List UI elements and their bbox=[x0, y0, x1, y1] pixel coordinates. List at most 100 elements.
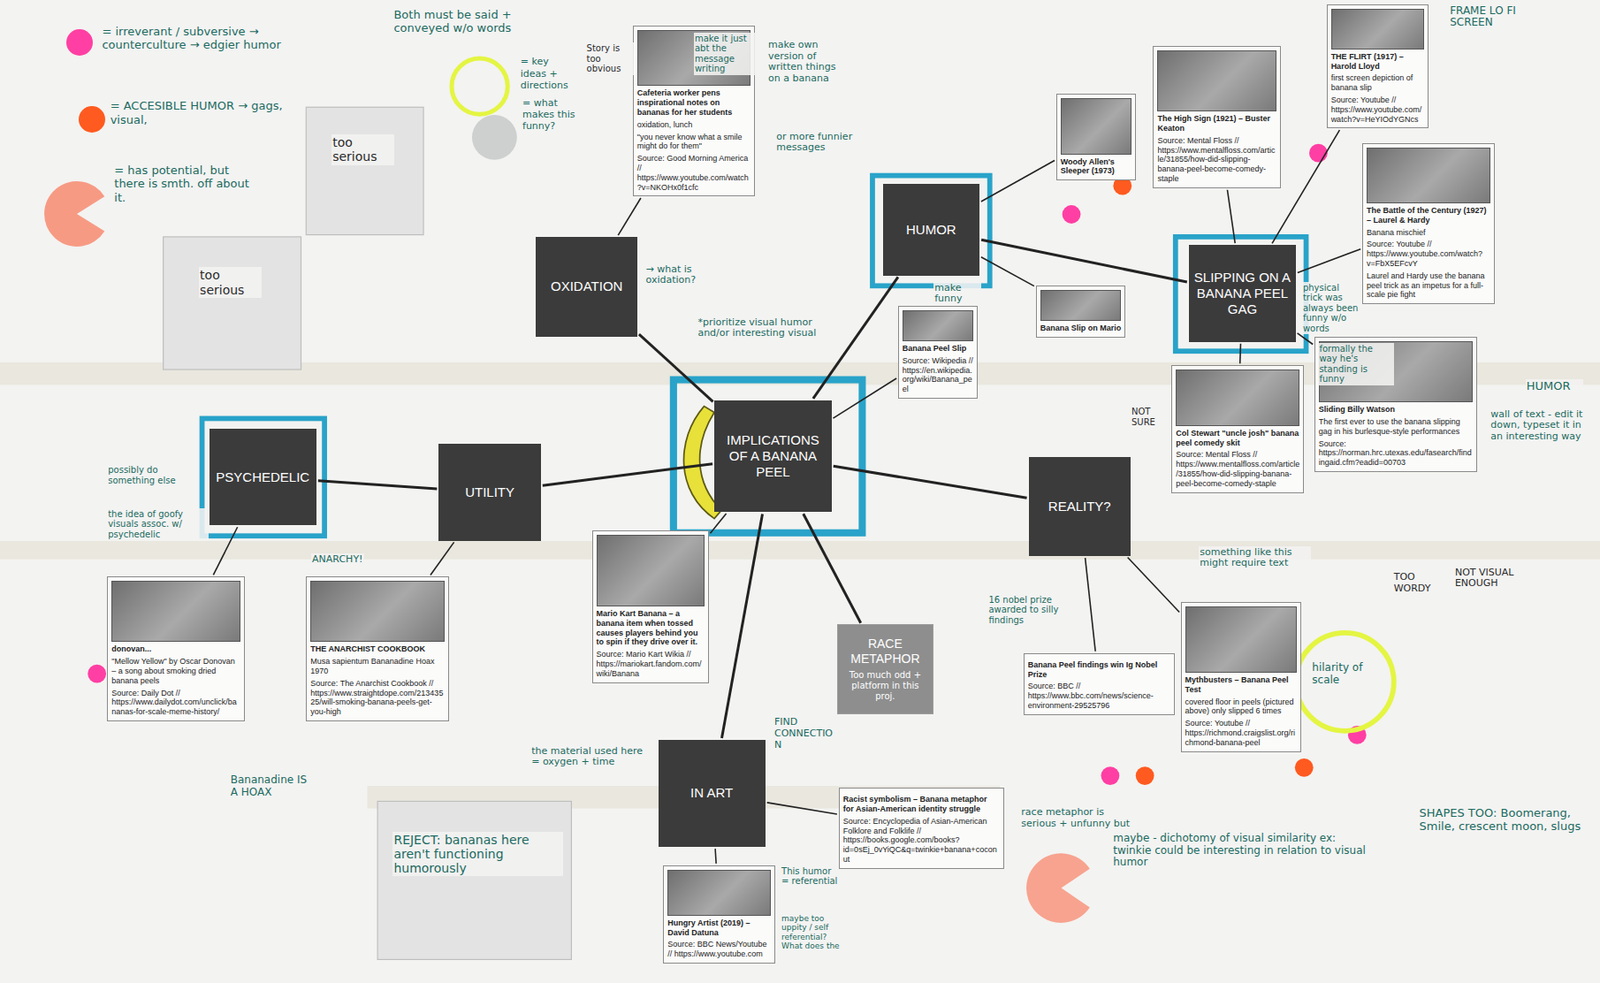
source-card: THE ANARCHIST COOKBOOKMusa sapientum Ban… bbox=[305, 576, 450, 722]
orange-dot bbox=[1295, 758, 1314, 778]
card-text: Source: https://norman.hrc.utexas.edu/fa… bbox=[1318, 439, 1474, 468]
topic-title: PSYCHEDELIC bbox=[215, 469, 310, 486]
handwritten-note: FRAME LO FI SCREEN bbox=[1448, 4, 1553, 31]
topic-box: HUMOR bbox=[883, 183, 981, 276]
card-text: first screen depiction of banana slip bbox=[1331, 73, 1425, 93]
pink-dot bbox=[1062, 205, 1082, 224]
card-title: Banana Peel findings win Ig Nobel Prize bbox=[1028, 660, 1171, 680]
card-title: Col Stewart "uncle josh" banana peel com… bbox=[1175, 428, 1300, 449]
handwritten-note: race metaphor is serious + unfunny but bbox=[1020, 806, 1135, 831]
photo-placeholder bbox=[310, 580, 445, 642]
topic-box: OXIDATION bbox=[535, 236, 638, 337]
legend-text: = what makes this funny? bbox=[522, 97, 584, 133]
handwritten-note: 16 nobel prize awarded to silly findings bbox=[987, 594, 1063, 627]
topic-title: IN ART bbox=[690, 784, 733, 801]
source-card: Col Stewart "uncle josh" banana peel com… bbox=[1171, 365, 1304, 493]
legend-text: = ACCESIBLE HUMOR → gags, visual, bbox=[110, 99, 300, 127]
photo-placeholder bbox=[111, 580, 241, 642]
card-title: THE FLIRT (1917) – Harold Lloyd bbox=[1331, 52, 1425, 72]
connector-line bbox=[617, 198, 641, 236]
photo-placeholder bbox=[1060, 98, 1132, 154]
topic-box: IN ART bbox=[658, 739, 766, 847]
card-title: Banana Slip on Mario bbox=[1040, 323, 1122, 334]
connector-line bbox=[1297, 333, 1314, 345]
handwritten-note: something like this might require text bbox=[1198, 546, 1311, 571]
handwritten-note: or more funnier messages bbox=[775, 130, 869, 155]
handwritten-note: REJECT: bananas here aren't functioning … bbox=[392, 831, 563, 877]
source-card: Racist symbolism – Banana metaphor for A… bbox=[838, 787, 1005, 869]
handwritten-note: the idea of goofy visuals assoc. w/ psyc… bbox=[106, 508, 209, 541]
connector-line bbox=[1085, 557, 1097, 652]
blue-tape-frame bbox=[872, 175, 991, 287]
handwritten-note: ANARCHY! bbox=[311, 553, 365, 567]
blue-tape-frame bbox=[202, 418, 326, 536]
grey-circle bbox=[472, 114, 518, 160]
source-card: Mario Kart Banana – a banana item when t… bbox=[592, 530, 710, 683]
connector-line bbox=[1226, 190, 1235, 244]
topic-box: UTILITY bbox=[438, 443, 541, 541]
handwritten-note: Bananadine IS A HOAX bbox=[229, 773, 313, 800]
connector-line bbox=[709, 513, 726, 534]
card-text: Source: Youtube // https://www.youtube.c… bbox=[1366, 239, 1491, 268]
handwritten-note: wall of text - edit it down, typeset it … bbox=[1489, 408, 1592, 444]
connector-line bbox=[318, 480, 438, 489]
connector-line bbox=[1297, 249, 1361, 274]
connector-line bbox=[981, 160, 1055, 202]
topic-box: IMPLICATIONS OF A BANANA PEEL bbox=[714, 400, 832, 513]
pink-dot bbox=[1309, 144, 1328, 163]
card-text: covered floor in peels (pictured above) … bbox=[1185, 697, 1297, 717]
handwritten-note: physical trick was always been funny w/o… bbox=[1302, 281, 1362, 336]
source-card: The Battle of the Century (1927) – Laure… bbox=[1362, 143, 1495, 305]
card-text: Laurel and Hardy use the banana peel tri… bbox=[1366, 271, 1491, 300]
card-text: Source: Daily Dot // https://www.dailydo… bbox=[111, 688, 241, 717]
handwritten-note: make funny bbox=[933, 281, 982, 306]
orange-dot bbox=[1135, 766, 1155, 785]
pink-dot bbox=[1101, 766, 1120, 785]
key-idea-ring bbox=[451, 58, 508, 115]
handwritten-note: too serious bbox=[198, 266, 262, 298]
pink-dot bbox=[87, 664, 107, 684]
card-title: donovan... bbox=[111, 644, 241, 655]
card-text: Source: Mario Kart Wikia // https://mari… bbox=[596, 649, 706, 679]
card-title: The High Sign (1921) – Buster Keaton bbox=[1157, 114, 1276, 134]
connector-line bbox=[803, 513, 861, 623]
handwritten-note: NOT VISUAL ENOUGH bbox=[1454, 566, 1517, 591]
topic-box: PSYCHEDELIC bbox=[209, 428, 317, 526]
greyed-card bbox=[163, 236, 302, 370]
connector-line bbox=[213, 526, 237, 575]
connector-line bbox=[722, 513, 763, 738]
source-card: The High Sign (1921) – Buster KeatonSour… bbox=[1152, 45, 1280, 189]
photo-placeholder bbox=[1040, 289, 1122, 321]
card-text: Source: Good Morning America // https://… bbox=[637, 153, 752, 192]
card-title: Cafeteria worker pens inspirational note… bbox=[637, 88, 752, 117]
photo-placeholder bbox=[1366, 147, 1491, 204]
card-text: oxidation, lunch bbox=[637, 120, 752, 130]
handwritten-note: → what is oxidation? bbox=[645, 263, 729, 288]
connector-line bbox=[430, 541, 455, 575]
topic-title: UTILITY bbox=[464, 484, 515, 501]
handwritten-note: HUMOR bbox=[1525, 379, 1584, 395]
handwritten-note: make own version of written things on a … bbox=[767, 38, 849, 86]
legend-text: = has potential, but there is smth. off … bbox=[114, 163, 262, 206]
photo-placeholder bbox=[596, 534, 706, 607]
connector-line bbox=[639, 334, 714, 402]
connector-line bbox=[542, 464, 713, 487]
source-card: Woody Allen's Sleeper (1973) bbox=[1056, 93, 1136, 181]
card-text: Source: BBC News/Youtube // https://www.… bbox=[667, 939, 771, 960]
handwritten-note: This humor = referential bbox=[780, 865, 839, 888]
card-title: Hungry Artist (2019) – David Datuna bbox=[667, 918, 771, 938]
topic-box: SLIPPING ON A BANANA PEEL GAG bbox=[1188, 244, 1296, 343]
connector-line bbox=[1272, 129, 1340, 244]
connector-line bbox=[767, 802, 838, 815]
handwritten-note: FIND CONNECTION bbox=[773, 716, 835, 752]
card-text: "Mellow Yellow" by Oscar Donovan – a son… bbox=[111, 656, 241, 686]
pacman-mark bbox=[44, 181, 105, 247]
greyed-card bbox=[377, 800, 572, 960]
card-text: Source: Encyclopedia of Asian-American F… bbox=[843, 816, 1000, 865]
connector-line bbox=[833, 465, 1028, 498]
card-title: Sliding Billy Watson bbox=[1318, 404, 1474, 415]
